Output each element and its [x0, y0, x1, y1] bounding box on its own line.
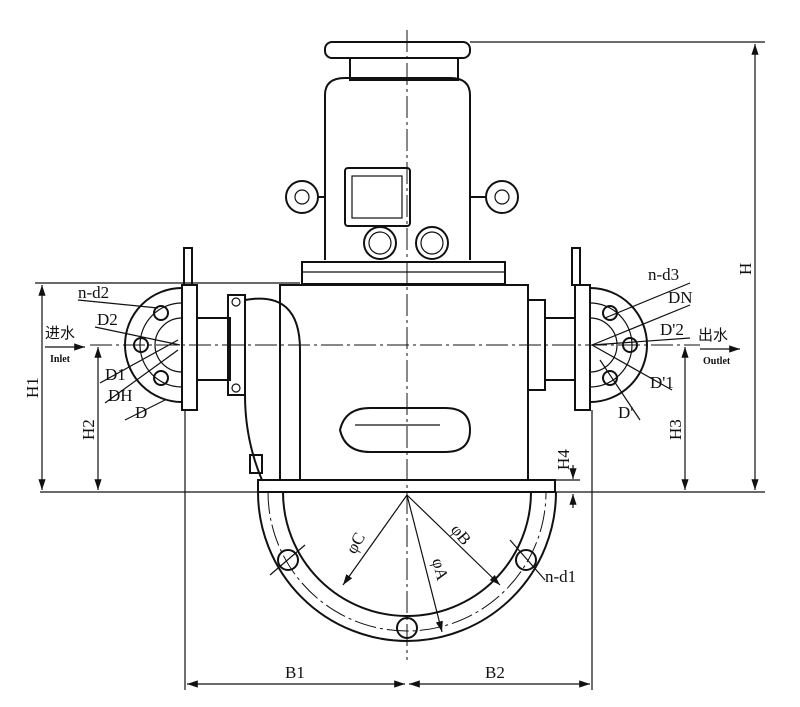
motor — [285, 41, 519, 285]
label-outlet-en: Outlet — [703, 356, 731, 367]
label-dh: DH — [108, 386, 133, 405]
label-d1: D1 — [105, 365, 126, 384]
label-d-prime: D' — [618, 403, 633, 422]
label-n-d3: n-d3 — [648, 265, 679, 284]
label-h3: H3 — [666, 419, 685, 440]
label-inlet-cn: 进水 — [45, 324, 75, 342]
inlet-flange — [124, 247, 246, 411]
label-d: D — [135, 403, 147, 422]
label-h: H — [736, 263, 755, 275]
dimensions — [35, 41, 765, 690]
label-b2: B2 — [485, 663, 505, 682]
label-d2: D2 — [97, 310, 118, 329]
label-phi-b: φB — [447, 520, 475, 548]
label-d1-prime: D'1 — [650, 373, 674, 392]
label-phi-c: φC — [342, 529, 369, 557]
label-n-d1: n-d1 — [545, 567, 576, 586]
label-h4: H4 — [554, 449, 573, 470]
label-dn: DN — [668, 288, 693, 307]
label-n-d2: n-d2 — [78, 283, 109, 302]
label-h1: H1 — [23, 377, 42, 398]
outlet-flange — [527, 247, 648, 411]
pump-body — [244, 284, 556, 493]
label-outlet-cn: 出水 — [698, 326, 728, 344]
label-inlet-en: Inlet — [50, 354, 71, 365]
label-h2: H2 — [79, 419, 98, 440]
label-b1: B1 — [285, 663, 305, 682]
label-d2-prime: D'2 — [660, 320, 684, 339]
label-phi-a: φA — [428, 556, 452, 583]
